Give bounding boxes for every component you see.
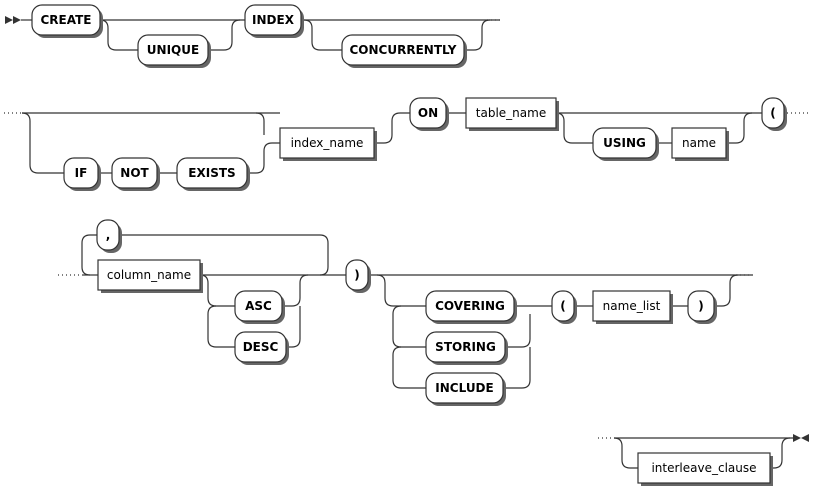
keyword-concurrently: CONCURRENTLY bbox=[341, 34, 467, 68]
keyword-storing: STORING bbox=[425, 331, 508, 365]
keyword-asc-label: ASC bbox=[245, 299, 272, 313]
keyword-desc-label: DESC bbox=[243, 340, 279, 354]
keyword-covering-label: COVERING bbox=[435, 299, 505, 313]
keyword-include-label: INCLUDE bbox=[435, 381, 493, 395]
keyword-lparen-2-label: ( bbox=[560, 299, 565, 313]
keyword-lparen-1-label: ( bbox=[770, 106, 775, 120]
keyword-if: IF bbox=[63, 157, 101, 191]
nonterminal-table-name: table_name bbox=[465, 97, 559, 131]
row-1: CREATE UNIQUE INDEX CONCURRENTLY bbox=[5, 4, 502, 68]
nonterminal-index-name-label: index_name bbox=[291, 136, 364, 150]
keyword-index-label: INDEX bbox=[252, 13, 295, 27]
keyword-unique-label: UNIQUE bbox=[147, 43, 199, 57]
row-3: , column_name ASC DESC ) bbox=[58, 219, 754, 406]
nonterminal-column-name-label: column_name bbox=[107, 268, 191, 282]
keyword-create-label: CREATE bbox=[41, 13, 92, 27]
keyword-rparen-1-label: ) bbox=[354, 268, 359, 282]
keyword-on: ON bbox=[409, 97, 449, 131]
nonterminal-table-name-label: table_name bbox=[476, 106, 546, 120]
keyword-comma-label: , bbox=[106, 228, 111, 242]
keyword-concurrently-label: CONCURRENTLY bbox=[350, 43, 457, 57]
keyword-exists-label: EXISTS bbox=[188, 166, 235, 180]
keyword-if-label: IF bbox=[75, 166, 88, 180]
nonterminal-column-name: column_name bbox=[97, 259, 203, 293]
keyword-create: CREATE bbox=[31, 4, 103, 38]
start-arrow-icon bbox=[5, 16, 13, 24]
keyword-asc: ASC bbox=[234, 290, 285, 324]
keyword-storing-label: STORING bbox=[435, 340, 496, 354]
keyword-using: USING bbox=[592, 127, 659, 161]
keyword-lparen-1: ( bbox=[761, 97, 787, 131]
nonterminal-name-label: name bbox=[682, 136, 716, 150]
keyword-exists: EXISTS bbox=[176, 157, 250, 191]
end-arrow-icon-2 bbox=[801, 434, 809, 442]
keyword-rparen-2-label: ) bbox=[698, 299, 703, 313]
keyword-on-label: ON bbox=[418, 106, 438, 120]
keyword-rparen-2: ) bbox=[687, 290, 717, 324]
nonterminal-name-list-label: name_list bbox=[603, 299, 661, 313]
nonterminal-index-name: index_name bbox=[279, 127, 377, 161]
nonterminal-interleave-clause: interleave_clause bbox=[637, 452, 773, 486]
keyword-comma: , bbox=[96, 219, 122, 253]
keyword-unique: UNIQUE bbox=[137, 34, 211, 68]
keyword-include: INCLUDE bbox=[425, 372, 506, 406]
end-arrow-icon bbox=[793, 434, 801, 442]
start-arrow-icon-2 bbox=[13, 16, 21, 24]
keyword-not-label: NOT bbox=[120, 166, 149, 180]
keyword-rparen-1: ) bbox=[345, 259, 371, 293]
row-4: interleave_clause bbox=[598, 434, 809, 486]
keyword-lparen-2: ( bbox=[551, 290, 577, 324]
nonterminal-interleave-clause-label: interleave_clause bbox=[651, 461, 756, 475]
keyword-using-label: USING bbox=[603, 136, 646, 150]
nonterminal-name-list: name_list bbox=[592, 290, 673, 324]
keyword-covering: COVERING bbox=[425, 290, 517, 324]
nonterminal-name: name bbox=[671, 127, 729, 161]
keyword-not: NOT bbox=[111, 157, 160, 191]
keyword-index: INDEX bbox=[244, 4, 304, 38]
row-2: IF NOT EXISTS index_name ON bbox=[4, 97, 808, 191]
keyword-desc: DESC bbox=[234, 331, 289, 365]
